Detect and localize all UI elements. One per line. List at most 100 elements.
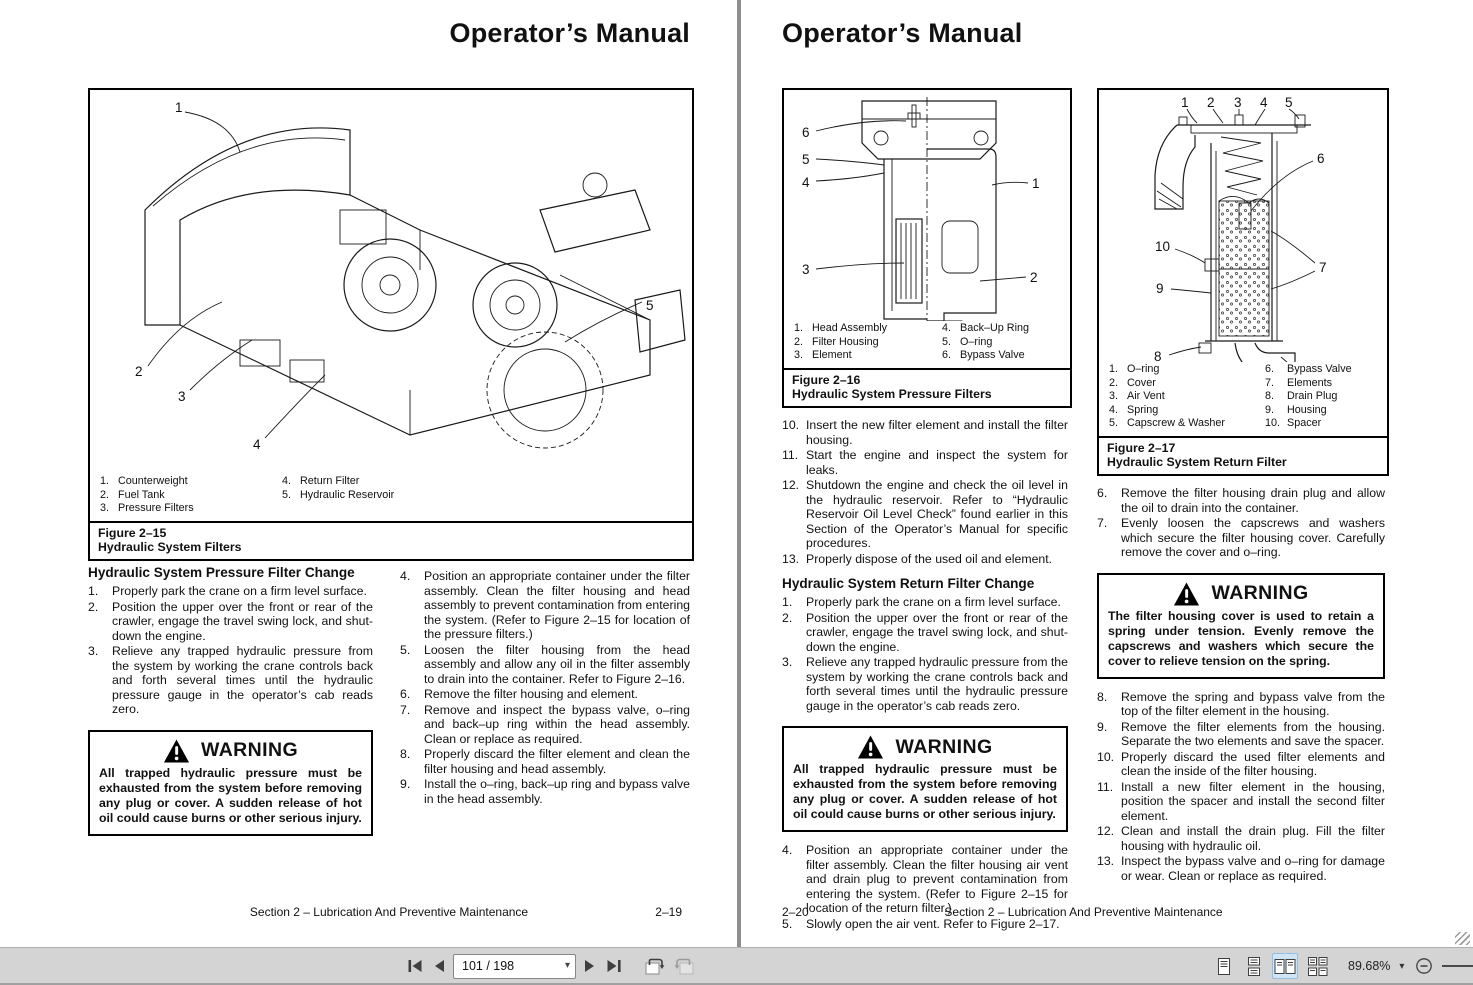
page-dropdown-caret-icon: ▾ [564, 960, 570, 971]
svg-text:6: 6 [802, 125, 810, 140]
legend-item: 5.Hydraulic Reservoir [282, 488, 395, 501]
figure-2-15-caption: Figure 2–15 Hydraulic System Filters [90, 520, 692, 560]
svg-text:10: 10 [1155, 239, 1170, 254]
figure-2-16-caption: Figure 2–16 Hydraulic System Pressure Fi… [784, 367, 1070, 407]
two-page-view-button[interactable] [1272, 953, 1298, 979]
step-item: 13.Inspect the bypass valve and o–ring f… [1097, 854, 1385, 883]
zoom-dropdown-caret-icon[interactable]: ▾ [1399, 960, 1405, 972]
step-item: 6.Remove the filter housing and element. [400, 687, 638, 701]
svg-text:5: 5 [802, 152, 810, 167]
legend-item: 8.Drain Plug [1265, 390, 1338, 403]
svg-text:1: 1 [1181, 95, 1189, 110]
warning-triangle-icon [858, 735, 884, 759]
first-page-icon [408, 960, 422, 972]
legend-item: 9.Housing [1265, 403, 1327, 416]
section-heading: Hydraulic System Pressure Filter Change [88, 565, 355, 580]
figure-2-15-illustration: 1 2 3 4 5 [90, 90, 692, 474]
svg-text:1: 1 [1032, 176, 1040, 191]
step-item: 4.Position an appropriate container unde… [782, 843, 1068, 916]
step-list: 1.Properly park the crane on a firm leve… [782, 595, 1068, 713]
legend-item: 1.Counterweight [100, 475, 188, 488]
legend-item: 2.Filter Housing [794, 335, 879, 348]
figure-title: Hydraulic System Filters [98, 540, 242, 555]
figure-number: Figure 2–15 [98, 525, 167, 540]
step-item: 7.Evenly loosen the capscrews and washer… [1097, 516, 1385, 559]
resize-grip[interactable] [1455, 932, 1470, 945]
page-divider [737, 0, 741, 948]
step-item: 6.Remove the filter housing drain plug a… [1097, 486, 1385, 515]
svg-text:9: 9 [1156, 281, 1164, 296]
svg-text:2: 2 [135, 364, 143, 379]
svg-text:3: 3 [1234, 95, 1242, 110]
text-column-right: 4.Position an appropriate container unde… [400, 569, 690, 807]
legend-item: 7.Elements [1265, 376, 1333, 389]
svg-text:6: 6 [1317, 151, 1325, 166]
figure-number: Figure 2–16 [792, 372, 861, 387]
zoom-out-button[interactable] [1413, 953, 1435, 979]
page-number-input[interactable]: 101 / 198 ▾ [453, 953, 576, 979]
step-item: 2.Position the upper over the front or r… [782, 610, 1068, 654]
document-page-right: Operator’s Manual [741, 0, 1473, 948]
two-page-continuous-view-icon [1308, 956, 1328, 976]
first-page-button[interactable] [404, 953, 425, 979]
step-list: 1.Properly park the crane on a firm leve… [88, 584, 373, 717]
zoom-slider[interactable] [1442, 957, 1473, 975]
warning-box: WARNING All trapped hydraulic pressure m… [782, 726, 1068, 833]
step-item: 7.Remove and inspect the bypass valve, o… [400, 702, 690, 746]
step-item: 12.Shutdown the engine and check the oil… [782, 478, 1068, 550]
svg-text:2: 2 [1030, 270, 1038, 285]
figure-2-17-illustration: 1 2 3 4 5 6 7 8 9 10 [1099, 90, 1387, 363]
two-page-continuous-view-button[interactable] [1305, 953, 1331, 979]
previous-page-button[interactable] [430, 953, 448, 979]
figure-number: Figure 2–17 [1107, 440, 1176, 455]
step-item: 8.Remove the spring and bypass valve fro… [1097, 689, 1385, 719]
svg-text:3: 3 [802, 262, 810, 277]
step-item: 5.Loosen the filter housing from the hea… [400, 642, 690, 686]
single-page-view-button[interactable] [1212, 953, 1235, 979]
svg-text:8: 8 [1154, 349, 1162, 362]
zoom-level-value[interactable]: 89.68% [1348, 959, 1391, 973]
next-view-button[interactable] [672, 953, 698, 979]
last-page-button[interactable] [604, 953, 625, 979]
next-view-icon [674, 958, 694, 974]
page-footer: Section 2 – Lubrication And Preventive M… [88, 905, 690, 921]
step-item: 10.Properly discard the used filter elem… [1097, 749, 1385, 779]
svg-text:4: 4 [1260, 95, 1268, 110]
previous-view-icon [645, 958, 665, 974]
step-item: 11.Install a new filter element in the h… [1097, 779, 1385, 823]
step-item: 3.Relieve any trapped hydraulic pressure… [88, 644, 373, 717]
svg-text:3: 3 [178, 389, 186, 404]
svg-text:7: 7 [1319, 260, 1327, 275]
warning-triangle-icon [1174, 582, 1200, 605]
previous-view-button[interactable] [641, 953, 667, 979]
zoom-slider-track[interactable] [1442, 965, 1473, 967]
legend-item: 4.Return Filter [282, 475, 360, 488]
figure-title: Hydraulic System Return Filter [1107, 455, 1287, 470]
step-item: 9.Remove the filter elements from the ho… [1097, 719, 1385, 749]
text-column-right: 6.Remove the filter housing drain plug a… [1097, 486, 1385, 884]
two-page-view-icon [1274, 958, 1296, 974]
continuous-view-button[interactable] [1242, 953, 1265, 979]
document-page-left: Operator’s Manual [0, 0, 737, 948]
legend-item: 3.Air Vent [1109, 390, 1165, 403]
page-indicator-value: 101 / 198 [462, 959, 515, 973]
svg-text:5: 5 [1285, 95, 1293, 110]
warning-body: The filter housing cover is used to reta… [1108, 608, 1374, 668]
legend-item: 2.Fuel Tank [100, 488, 165, 501]
next-page-icon [585, 960, 594, 972]
legend-item: 10.Spacer [1265, 417, 1322, 430]
step-list: 4.Position an appropriate container unde… [400, 569, 690, 806]
legend-item: 5.Capscrew & Washer [1109, 417, 1225, 430]
step-list: 10.Insert the new filter element and ins… [782, 418, 1068, 566]
next-page-button[interactable] [581, 953, 599, 979]
legend-item: 3.Pressure Filters [100, 502, 194, 515]
page-title: Operator’s Manual [782, 18, 1023, 48]
